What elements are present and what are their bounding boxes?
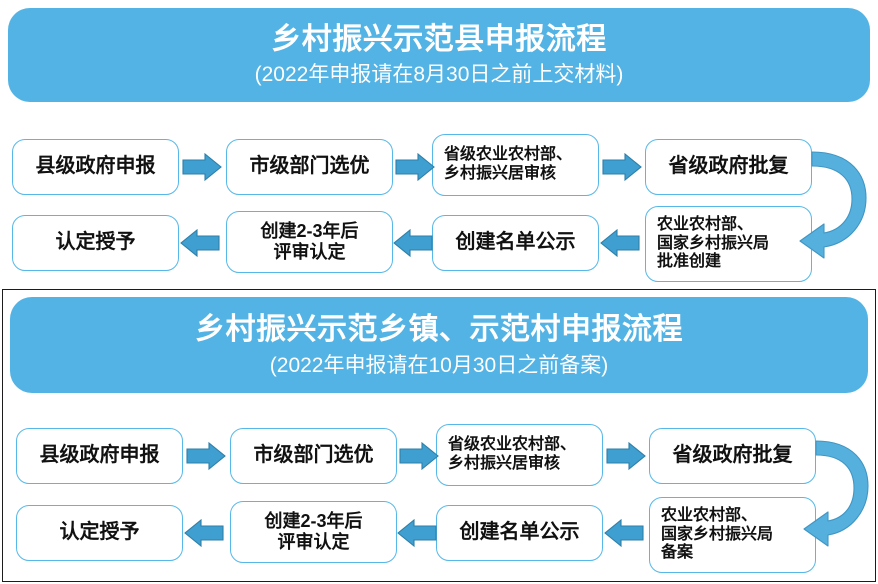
arrow-right-county-to-city: [182, 153, 222, 181]
arrow-right-city-to-provincial-review: [395, 153, 435, 181]
flow-box-label: 创建名单公示: [459, 521, 580, 544]
flow-box-national-filing[interactable]: 农业农村部、 国家乡村振兴局 备案: [649, 497, 816, 573]
flow-box-review-after-years[interactable]: 创建2-3年后 评审认定: [226, 211, 393, 273]
flow-box-label: 认定授予: [59, 521, 140, 544]
flow-box-label: 省级农业农村部、 乡村振兴居审核: [448, 436, 577, 472]
flow-box-certification-award[interactable]: 认定授予: [16, 505, 183, 561]
arrow-left-review-to-award: [184, 519, 224, 547]
flow-box-label: 省级政府批复: [672, 444, 793, 467]
flow-box-city-selection[interactable]: 市级部门选优: [230, 428, 397, 484]
arrow-left-review-to-award: [180, 229, 220, 257]
flow-box-provincial-review[interactable]: 省级农业农村部、 乡村振兴居审核: [432, 134, 599, 196]
flow-box-county-application[interactable]: 县级政府申报: [16, 428, 183, 484]
flow-box-label: 省级农业农村部、 乡村振兴居审核: [444, 146, 573, 182]
flow-box-city-selection[interactable]: 市级部门选优: [226, 139, 393, 195]
flow-box-label: 创建2-3年后 评审认定: [260, 220, 359, 262]
flow-box-label: 农业农村部、 国家乡村振兴局 批准创建: [657, 215, 770, 271]
flow-box-list-publicity[interactable]: 创建名单公示: [436, 505, 603, 561]
flow-box-provincial-approval[interactable]: 省级政府批复: [649, 428, 816, 484]
arrow-right-city-to-provincial-review: [399, 442, 439, 470]
flow-box-label: 县级政府申报: [35, 155, 156, 178]
flow-box-provincial-review[interactable]: 省级农业农村部、 乡村振兴居审核: [436, 424, 603, 486]
section-2-banner-subtitle: (2022年申报请在10月30日之前备案): [269, 353, 609, 377]
section-2-banner-title: 乡村振兴示范乡镇、示范村申报流程: [195, 312, 683, 346]
flow-box-list-publicity[interactable]: 创建名单公示: [432, 215, 599, 271]
arrow-left-national-to-publicity: [604, 519, 644, 547]
arrow-right-review-to-approval: [606, 442, 646, 470]
flow-box-label: 认定授予: [55, 231, 136, 254]
flow-box-county-application[interactable]: 县级政府申报: [12, 139, 179, 195]
flow-box-label: 农业农村部、 国家乡村振兴局 备案: [661, 506, 774, 562]
arrow-left-national-to-publicity: [600, 229, 640, 257]
flow-box-label: 市级部门选优: [253, 444, 374, 467]
flow-box-label: 县级政府申报: [39, 444, 160, 467]
arrow-right-review-to-approval: [602, 153, 642, 181]
flow-box-review-after-years[interactable]: 创建2-3年后 评审认定: [230, 501, 397, 563]
section-1-banner: 乡村振兴示范县申报流程 (2022年申报请在8月30日之前上交材料): [8, 8, 870, 102]
flow-box-national-approval[interactable]: 农业农村部、 国家乡村振兴局 批准创建: [645, 206, 812, 282]
arrow-right-county-to-city: [186, 442, 226, 470]
flow-box-certification-award[interactable]: 认定授予: [12, 215, 179, 271]
flow-box-label: 省级政府批复: [668, 155, 789, 178]
flow-box-label: 创建2-3年后 评审认定: [264, 510, 363, 552]
section-divider-top: [2, 289, 876, 290]
section-1-banner-subtitle: (2022年申报请在8月30日之前上交材料): [254, 63, 624, 87]
section-1-banner-title: 乡村振兴示范县申报流程: [271, 23, 607, 57]
arrow-left-publicity-to-review: [397, 519, 437, 547]
section-2-banner: 乡村振兴示范乡镇、示范村申报流程 (2022年申报请在10月30日之前备案): [10, 297, 868, 393]
flow-box-label: 创建名单公示: [455, 231, 576, 254]
flow-box-provincial-approval[interactable]: 省级政府批复: [645, 139, 812, 195]
flow-box-label: 市级部门选优: [249, 155, 370, 178]
arrow-left-publicity-to-review: [393, 229, 433, 257]
